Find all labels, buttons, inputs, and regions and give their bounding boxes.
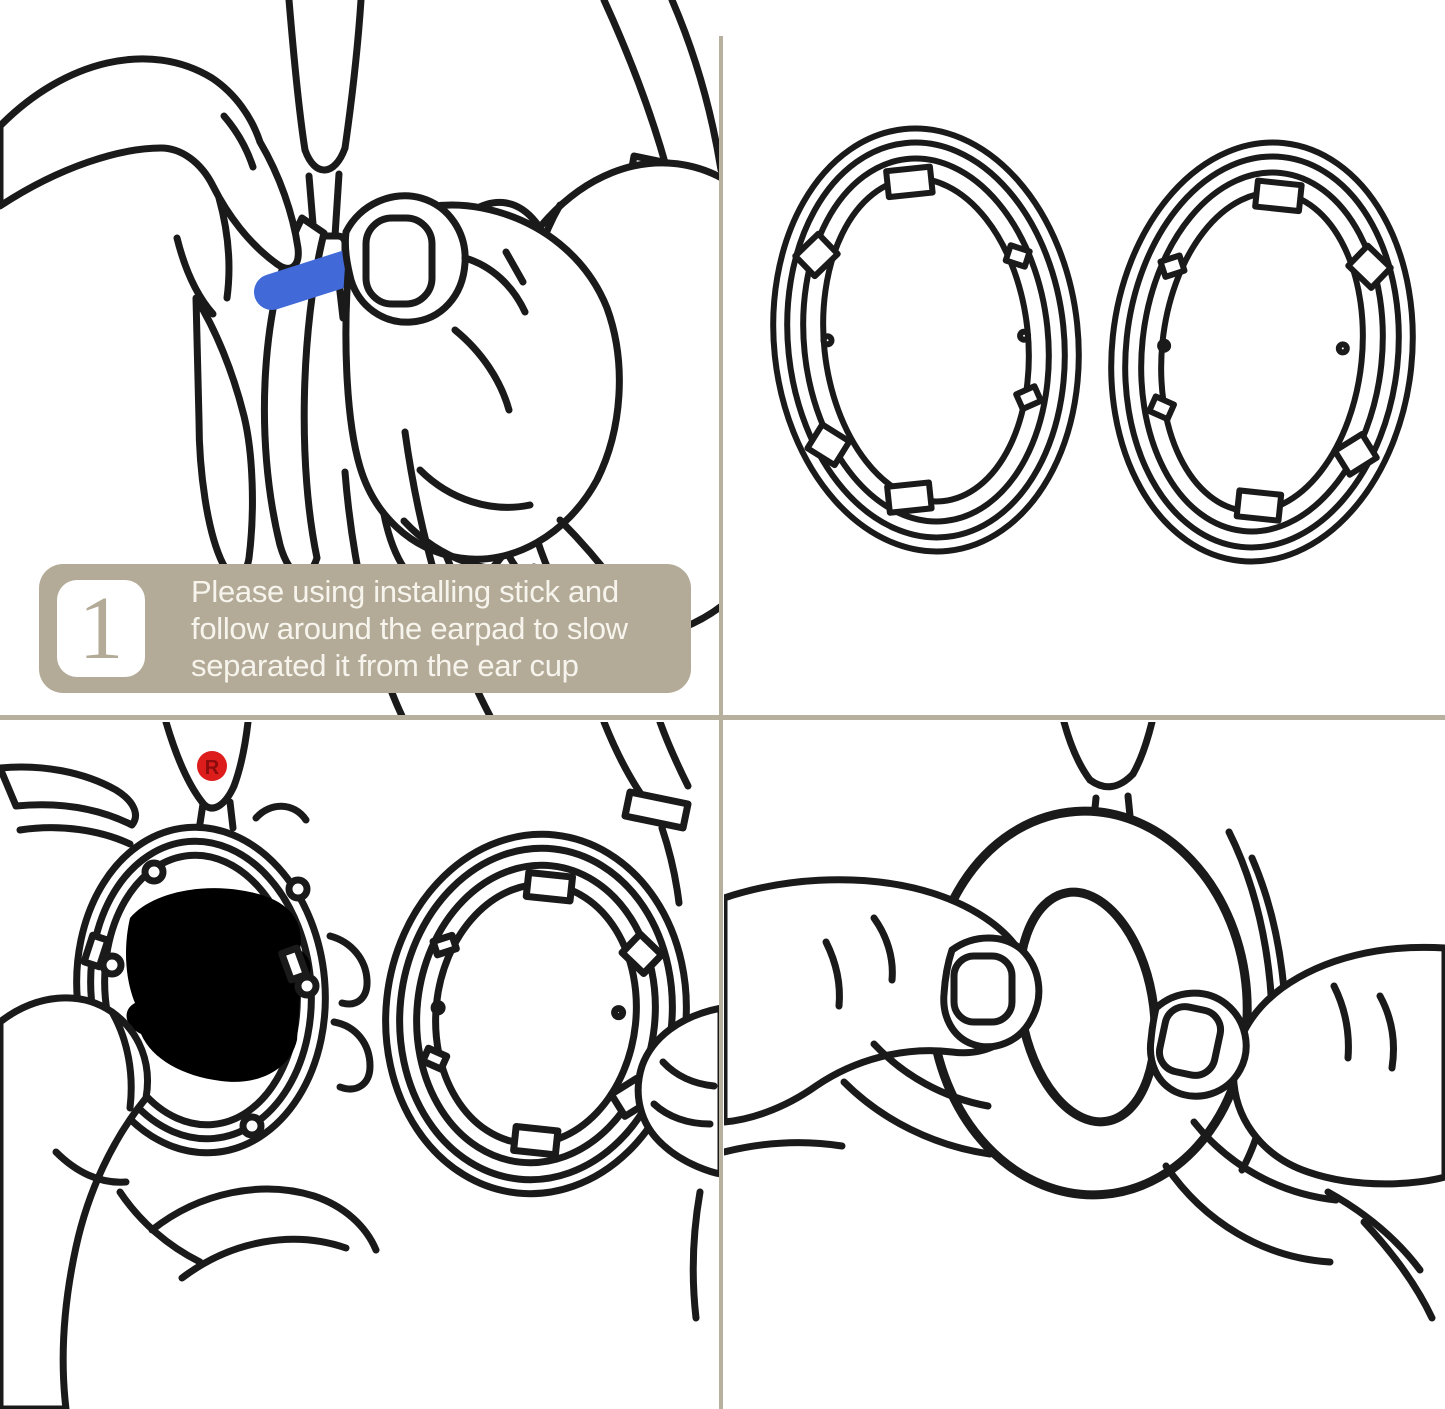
headband-arm — [600, 722, 692, 907]
earpad-ring — [382, 830, 690, 1198]
step1-text: Please using installing stick and follow… — [191, 574, 628, 683]
step1-box: 1 Please using installing stick and foll… — [39, 564, 691, 693]
screw — [141, 859, 167, 885]
screw — [99, 952, 125, 978]
right-thumbnail — [1155, 1003, 1225, 1079]
left-hand — [0, 994, 151, 1409]
right-marker-label: R — [205, 757, 220, 779]
fingers-below — [116, 1185, 380, 1282]
left-hand — [0, 55, 302, 579]
step1-panel: 1 Please using installing stick and foll… — [0, 0, 721, 716]
step1-number: 1 — [78, 579, 124, 678]
screw — [239, 1113, 265, 1139]
horizontal-divider — [0, 715, 1445, 720]
left-earpad-ring — [770, 125, 1082, 555]
finger-over-cup — [0, 763, 139, 829]
right-marker — [197, 751, 227, 781]
step2-illustration — [770, 125, 1416, 565]
step4-illustration — [724, 722, 1445, 1322]
thumbnail — [362, 214, 436, 308]
step3-illustration: R — [0, 722, 721, 1409]
yoke — [1060, 722, 1156, 822]
installed-earpad — [926, 806, 1252, 1200]
right-hand — [1146, 943, 1445, 1322]
screw — [285, 876, 311, 902]
step3-panel: R — [0, 722, 721, 1409]
left-hand — [724, 876, 1043, 1158]
right-yoke: R — [162, 722, 310, 834]
right-hand — [634, 1004, 721, 1322]
fingertips — [326, 932, 374, 1093]
step2-panel: 2 The left and right earpads are differe… — [724, 0, 1445, 716]
step1-badge: 1 — [57, 580, 145, 677]
driver-opening — [125, 888, 311, 1082]
left-thumbnail — [950, 952, 1016, 1026]
step4-panel: 4 Follow around the ear pad until you ge… — [724, 722, 1445, 1409]
vertical-divider — [719, 36, 723, 1409]
right-earpad-ring — [1108, 139, 1416, 565]
